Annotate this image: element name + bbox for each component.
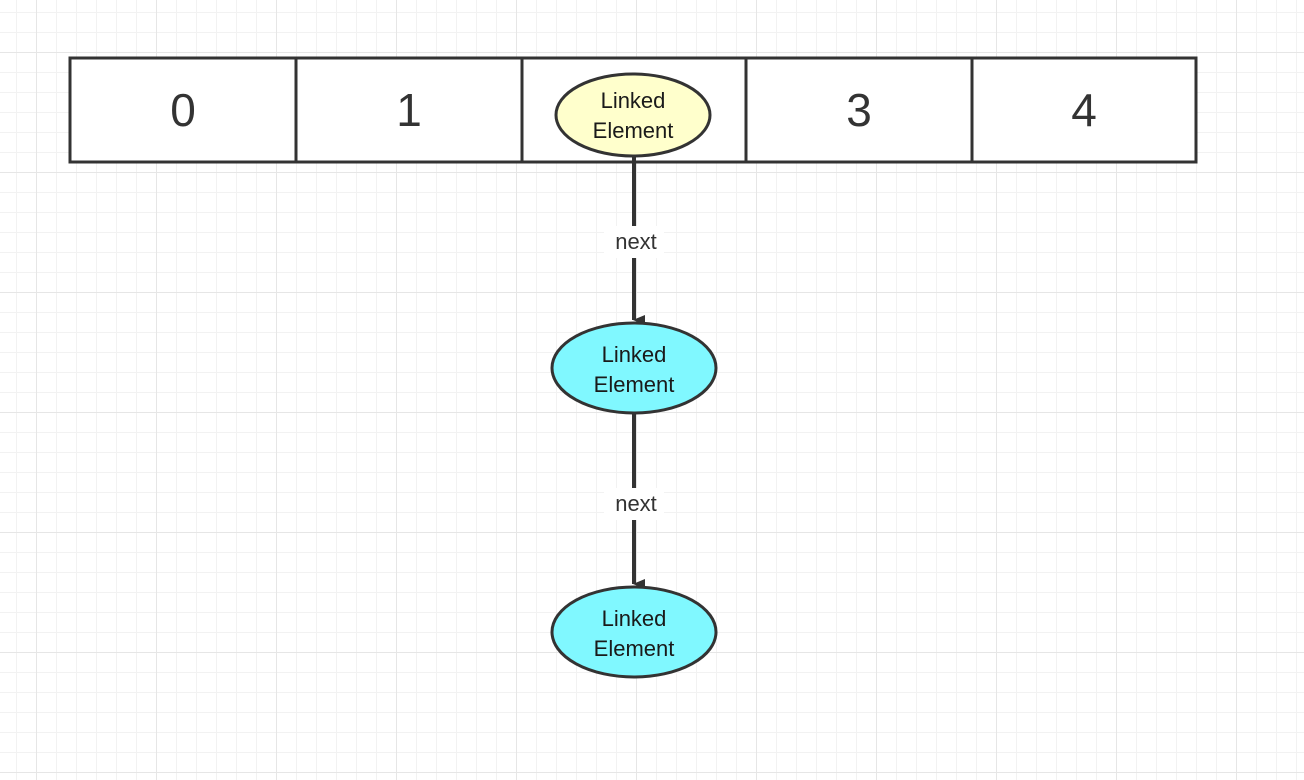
edge-label-1: next: [615, 229, 657, 254]
node-ellipse-1: [550, 321, 718, 415]
node-ellipse-2: [550, 585, 718, 679]
node-label-2-line2: Element: [594, 636, 675, 661]
linked-element-node-2: Linked Element: [550, 585, 718, 679]
array-cell-0: [68, 56, 298, 164]
node-ellipse-0: [554, 72, 712, 158]
edge-label-bg-1: [604, 226, 664, 258]
node-label-1-line2: Element: [594, 372, 675, 397]
node-label-0-line2: Element: [593, 118, 674, 143]
node-label-0-line1: Linked: [601, 88, 666, 113]
edge-next-1: next: [604, 156, 664, 325]
array-cell-label-1: 1: [396, 84, 422, 136]
array-cell-label-4: 4: [1071, 84, 1097, 136]
array-cell-1: [294, 56, 524, 164]
linked-element-node-0: Linked Element: [554, 72, 712, 158]
edge-label-bg-2: [604, 488, 664, 520]
array-cell-label-3: 3: [846, 84, 872, 136]
node-label-2-line1: Linked: [602, 606, 667, 631]
edge-next-2: next: [604, 414, 664, 589]
edge-label-2: next: [615, 491, 657, 516]
array-cell-4: [970, 56, 1198, 164]
node-label-1-line1: Linked: [602, 342, 667, 367]
array-cell-label-0: 0: [170, 84, 196, 136]
linked-element-node-1: Linked Element: [550, 321, 718, 415]
